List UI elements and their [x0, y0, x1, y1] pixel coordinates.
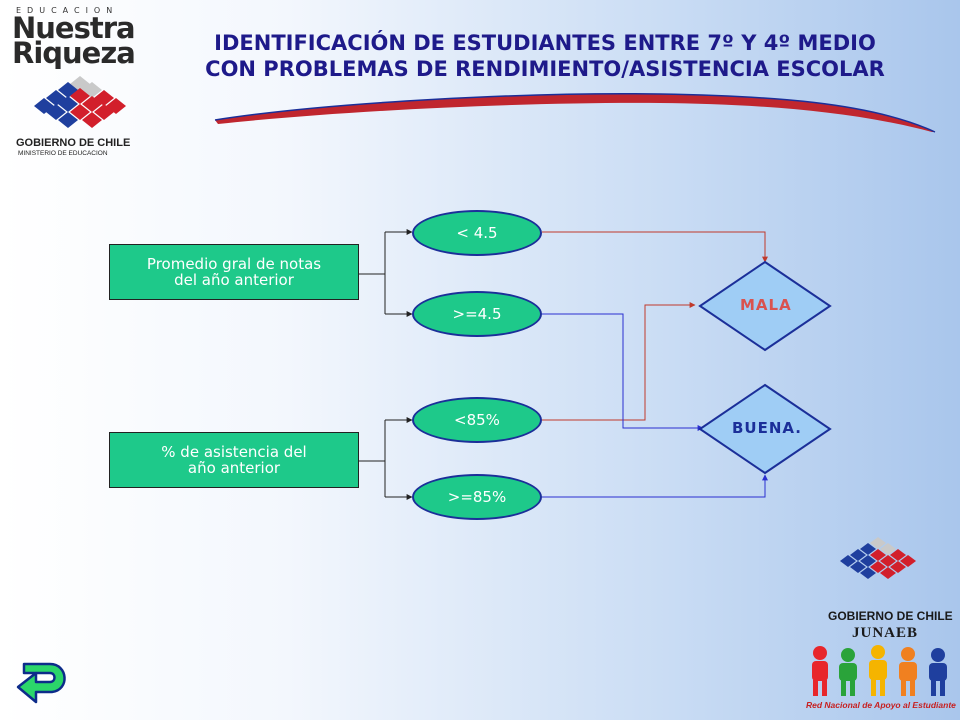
title-swoosh — [214, 92, 936, 133]
children-figures-icon — [812, 645, 947, 696]
box-attendance-line1: % de asistencia del — [161, 443, 307, 461]
logo-gov-text: GOBIERNO DE CHILE — [16, 137, 131, 149]
title-line1: IDENTIFICACIÓN DE ESTUDIANTES ENTRE 7º Y… — [214, 31, 876, 55]
box-grades-line1: Promedio gral de notas — [146, 255, 322, 273]
branch-grades — [358, 229, 413, 317]
junaeb-tagline: Red Nacional de Apoyo al Estudiante — [806, 700, 956, 710]
logo-brand-line1: Nuestra — [12, 11, 136, 45]
logo-ministry-text: MINISTERIO DE EDUCACION — [18, 150, 108, 157]
oval-lt-4-5: < 4.5 — [412, 210, 542, 256]
logo-brand: Nuestra Riqueza — [12, 11, 136, 70]
box-attendance-line2: año anterior — [187, 459, 281, 477]
logo-edu-text: EDUCACION — [16, 6, 119, 15]
logo-emblem-icon — [34, 76, 126, 128]
decision-mala-label: MALA — [740, 296, 792, 314]
page-title: IDENTIFICACIÓN DE ESTUDIANTES ENTRE 7º Y… — [190, 30, 900, 82]
good-paths — [542, 313, 768, 498]
oval-ge-4-5: >=4.5 — [412, 291, 542, 337]
box-grades: Promedio gral de notas del año anterior — [109, 244, 359, 300]
decision-buena-label: BUENA. — [732, 419, 802, 437]
oval-lt-85: <85% — [412, 397, 542, 443]
bad-paths — [542, 231, 768, 421]
oval-ge-85: >=85% — [412, 474, 542, 520]
nuestra-riqueza-logo: EDUCACION Nuestra Riqueza GOBIERNO DE CH… — [10, 4, 140, 157]
box-attendance: % de asistencia del año anterior — [109, 432, 359, 488]
branch-attendance — [358, 417, 413, 500]
return-arrow-icon[interactable] — [14, 660, 76, 708]
decision-buena-shape — [698, 383, 832, 475]
junaeb-emblem-icon — [840, 537, 916, 579]
junaeb-name: JUNAEB — [852, 625, 919, 641]
decision-mala-shape — [698, 260, 832, 352]
box-grades-line2: del año anterior — [174, 271, 294, 289]
junaeb-gov-text: GOBIERNO DE CHILE — [828, 609, 953, 623]
title-line2: CON PROBLEMAS DE RENDIMIENTO/ASISTENCIA … — [205, 57, 885, 81]
logo-brand-line2: Riqueza — [12, 36, 136, 70]
